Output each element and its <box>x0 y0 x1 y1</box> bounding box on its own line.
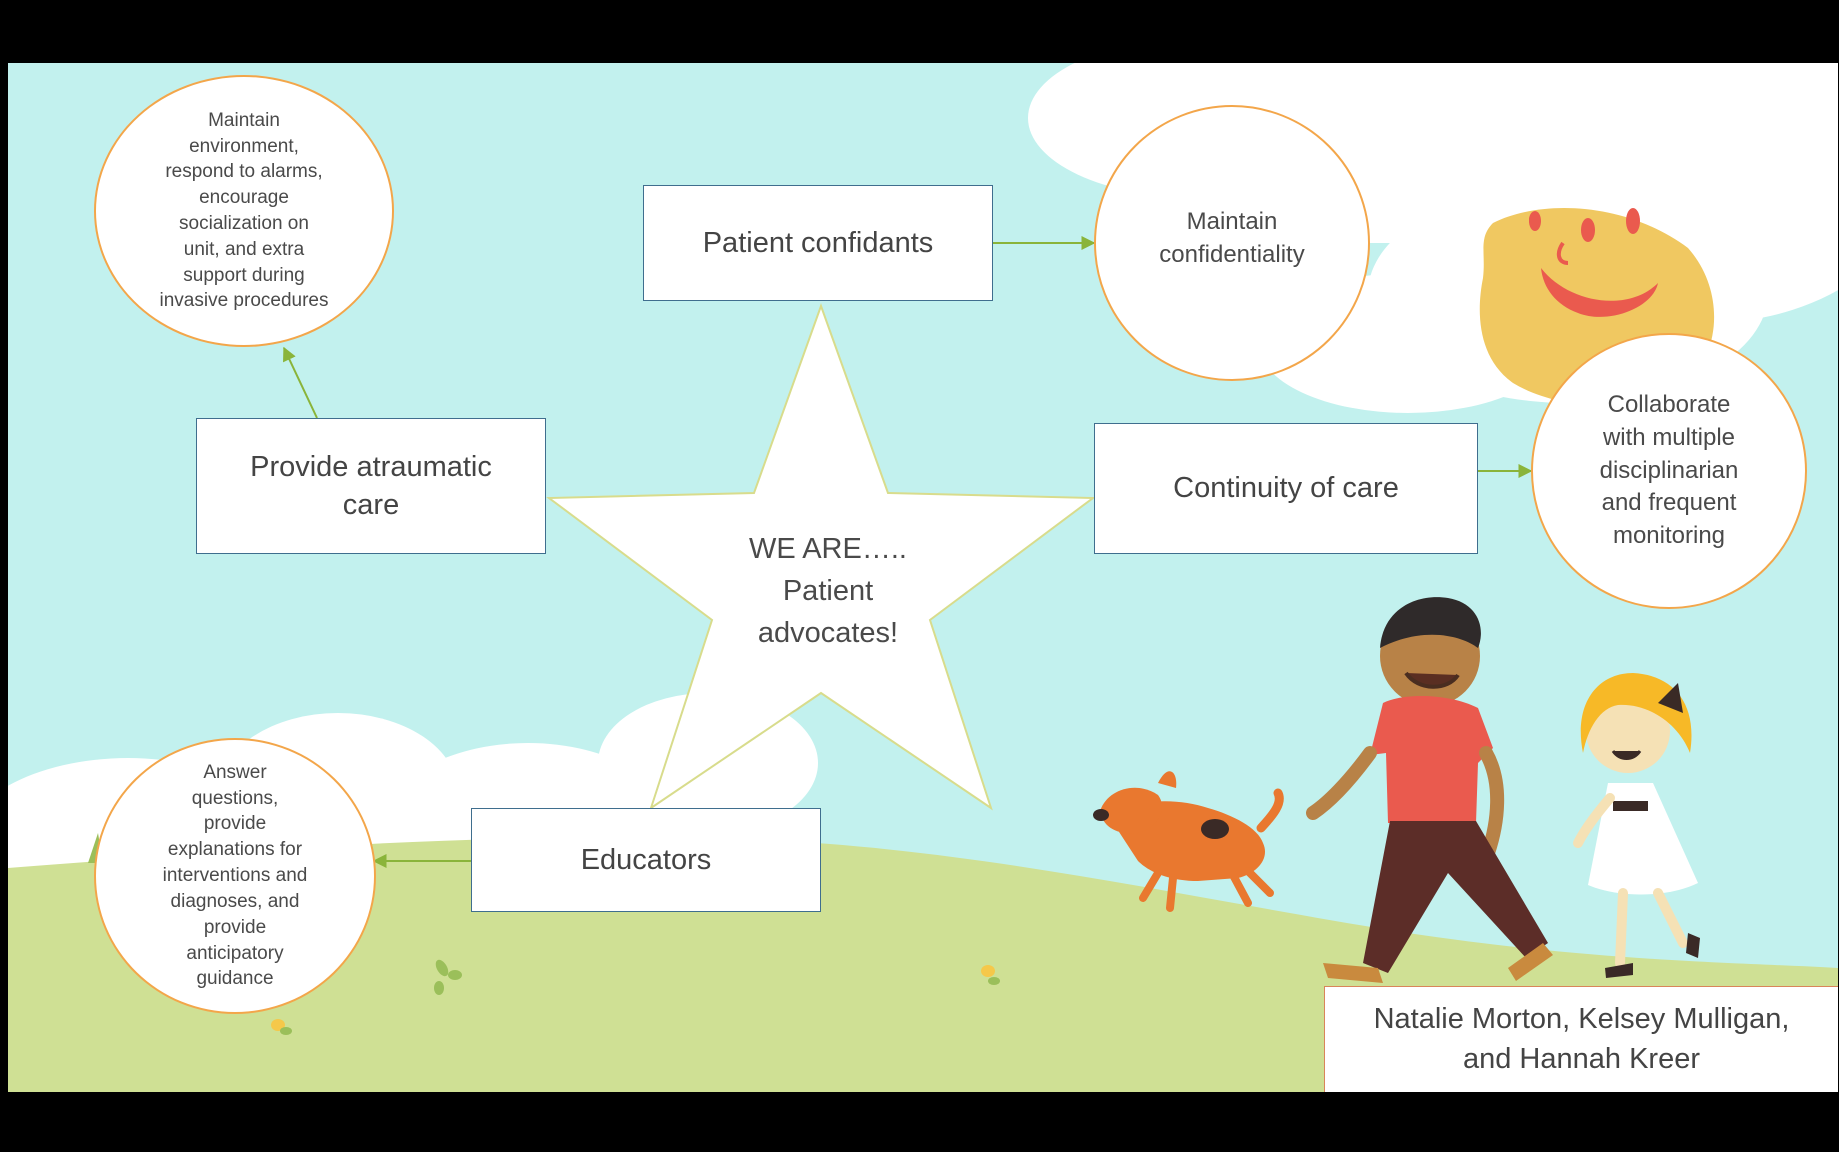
collaborate-line: monitoring <box>1612 521 1726 549</box>
collaborate-line: Collaborate <box>1607 391 1731 419</box>
box-provide-atraumatic-care: Provide atraumatic care <box>196 418 546 554</box>
label-atraumatic-line1: Provide atraumatic <box>250 450 492 483</box>
circle-answer-questions: Answer questions, provide explanations f… <box>94 738 376 1014</box>
label-educators: Educators <box>580 843 712 876</box>
answer-line: explanations for <box>167 839 303 861</box>
flower-3 <box>271 1019 292 1035</box>
arrow-to-environment <box>283 346 318 419</box>
collaborate-line: with multiple <box>1602 424 1736 452</box>
circle-collaborate: Collaborate with multiple disciplinarian… <box>1531 333 1807 609</box>
answer-line: Answer <box>203 761 267 783</box>
star-text-line1: WE ARE….. <box>749 533 907 565</box>
environment-line: invasive procedures <box>159 290 329 312</box>
dog-illustration <box>1093 771 1284 912</box>
star-text-line2: Patient <box>782 575 874 608</box>
circle-confidentiality: Maintain confidentiality <box>1094 105 1370 381</box>
box-patient-confidants: Patient confidants <box>643 185 993 301</box>
label-patient-confidants: Patient confidants <box>702 226 934 259</box>
flower-1 <box>434 959 462 995</box>
boy-illustration <box>1306 597 1553 983</box>
environment-line: socialization on <box>179 213 309 234</box>
label-atraumatic-line2: care <box>342 489 400 521</box>
environment-line: Maintain <box>208 109 280 131</box>
answer-line: provide <box>203 916 267 938</box>
circle-environment: Maintain environment, respond to alarms,… <box>94 75 394 347</box>
environment-line: support during <box>183 264 305 286</box>
answer-line: diagnoses, and <box>170 890 300 912</box>
answer-line: interventions and <box>162 865 308 887</box>
slide: Patient confidants Provide atraumatic ca… <box>8 63 1838 1092</box>
answer-line: anticipatory <box>186 942 284 964</box>
environment-line: environment, <box>189 135 299 157</box>
environment-line: respond to alarms, <box>165 161 323 183</box>
star-text-line3: advocates! <box>757 617 899 650</box>
confidentiality-line: confidentiality <box>1159 241 1305 268</box>
collaborate-line: and frequent <box>1601 489 1737 517</box>
answer-line: provide <box>203 813 267 835</box>
girl-illustration <box>1573 673 1700 978</box>
box-continuity-of-care: Continuity of care <box>1094 423 1478 554</box>
environment-line: encourage <box>199 187 289 209</box>
authors-line2: and Hannah Kreer <box>1462 1042 1700 1075</box>
environment-line: unit, and extra <box>183 238 305 260</box>
label-continuity-of-care: Continuity of care <box>1173 472 1399 505</box>
answer-line: guidance <box>196 968 274 990</box>
confidentiality-line: Maintain <box>1186 208 1278 236</box>
box-educators: Educators <box>471 808 821 912</box>
answer-line: questions, <box>191 787 279 809</box>
collaborate-line: disciplinarian <box>1599 456 1739 484</box>
star-text: WE ARE….. Patient advocates! <box>708 528 948 654</box>
flower-2 <box>981 965 1000 985</box>
authors-box: Natalie Morton, Kelsey Mulligan, and Han… <box>1324 986 1838 1092</box>
authors-line1: Natalie Morton, Kelsey Mulligan, <box>1373 1003 1790 1036</box>
center-star <box>546 303 1096 811</box>
